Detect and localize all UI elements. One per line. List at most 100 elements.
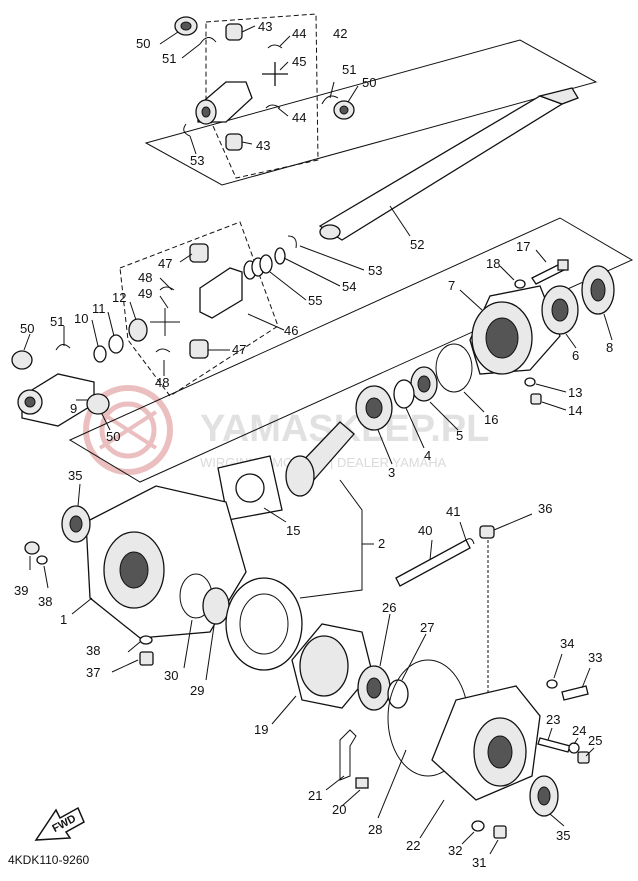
callout-33: 33	[588, 650, 602, 665]
upper-panel-frame	[144, 39, 598, 186]
callout-16: 16	[484, 412, 498, 427]
shaft-40	[395, 539, 471, 587]
bearing-50-lower	[86, 393, 110, 415]
bearing-cap-47-top	[189, 243, 209, 263]
nut-25	[577, 751, 590, 764]
plug-39	[24, 541, 40, 555]
drive-shaft-52-spline-end	[537, 87, 579, 105]
callout-53: 53	[190, 153, 204, 168]
callout-31: 31	[472, 855, 486, 870]
oil-seal-35-left-hole	[69, 515, 83, 533]
plug-14	[530, 393, 542, 405]
bracket-21	[339, 729, 357, 781]
shim-4	[393, 379, 415, 409]
washer-38-left	[36, 555, 48, 565]
gear-case-cover-22-hole	[487, 735, 513, 769]
callout-22: 22	[406, 838, 420, 853]
callout-29: 29	[190, 683, 204, 698]
bearing-cap-47-bottom	[189, 339, 209, 359]
washer-18	[514, 279, 526, 289]
circlip-51-left	[55, 344, 71, 351]
callout-3: 3	[388, 465, 395, 480]
callout-34: 34	[560, 636, 574, 651]
callout-49: 49	[138, 286, 152, 301]
yoke-upper-spline	[201, 106, 211, 118]
fwd-arrow-icon	[34, 806, 85, 841]
oil-seal-8-hole	[590, 278, 606, 302]
ring-gear	[225, 577, 303, 671]
callout-47: 47	[232, 342, 246, 357]
bearing-50-left	[11, 350, 33, 370]
bearing-50-right-hole	[339, 105, 349, 115]
o-ring-10	[93, 345, 107, 363]
callout-44: 44	[292, 26, 306, 41]
ring-gear-inner	[239, 593, 289, 655]
part-36	[479, 525, 495, 539]
bearing-cap-43-top	[225, 23, 243, 41]
drive-shaft-52	[318, 95, 564, 241]
callout-35: 35	[68, 468, 82, 483]
callout-40: 40	[418, 523, 432, 538]
clip-44-bottom	[265, 104, 281, 109]
callout-50: 50	[362, 75, 376, 90]
bearing-50-upper-hole	[180, 21, 192, 31]
callout-51: 51	[342, 62, 356, 77]
panel-frames	[68, 13, 634, 483]
callout-51: 51	[162, 51, 176, 66]
callout-1: 1	[60, 612, 67, 627]
yoke-middle	[199, 267, 243, 319]
washer-13	[524, 377, 536, 387]
callout-36: 36	[538, 501, 552, 516]
pinion-gear-2	[285, 455, 315, 497]
callout-54: 54	[342, 279, 356, 294]
callout-51: 51	[50, 314, 64, 329]
callout-26: 26	[382, 600, 396, 615]
clip-41	[465, 538, 475, 545]
diagram-code: 4KDK110-9260	[8, 853, 89, 867]
watermark-logo-cross	[98, 410, 158, 450]
lower-assembly	[24, 421, 590, 839]
bearing-cap-43-bottom	[225, 133, 243, 151]
circlip-53-middle	[287, 235, 297, 249]
callout-30: 30	[164, 668, 178, 683]
upper-yoke-dashed-box	[205, 13, 319, 179]
callout-32: 32	[448, 843, 462, 858]
callout-18: 18	[486, 256, 500, 271]
callout-9: 9	[70, 401, 77, 416]
bolt-17-head	[557, 259, 569, 271]
callout-43: 43	[258, 19, 272, 34]
callout-19: 19	[254, 722, 268, 737]
bearing-3-hole	[365, 397, 383, 419]
oil-seal-35-right-hole	[537, 786, 551, 806]
circlip-51-upper	[199, 37, 217, 45]
callout-4: 4	[424, 448, 431, 463]
universal-joint-cross-49	[150, 308, 180, 336]
callout-42: 42	[333, 26, 347, 41]
callout-38: 38	[38, 594, 52, 609]
callout-27: 27	[420, 620, 434, 635]
callout-11: 11	[92, 301, 106, 316]
clip-48-top	[159, 286, 175, 291]
callout-10: 10	[74, 311, 88, 326]
circlip-53-upper	[183, 123, 191, 137]
o-ring-16	[435, 343, 473, 393]
upper-assembly	[174, 16, 579, 241]
differential-19-flange	[299, 635, 349, 697]
callout-50: 50	[106, 429, 120, 444]
yoke-9-hole	[24, 396, 36, 408]
bearing-6-hole	[551, 298, 569, 322]
callout-37: 37	[86, 665, 100, 680]
universal-joint-cross-45	[262, 62, 288, 86]
callout-44: 44	[292, 110, 306, 125]
spring-55	[243, 254, 273, 280]
washer-34	[546, 679, 558, 689]
callout-24: 24	[572, 723, 586, 738]
leader-lines	[23, 25, 613, 855]
callout-45: 45	[292, 54, 306, 69]
washer-32	[471, 820, 485, 832]
callout-14: 14	[568, 403, 582, 418]
bearing-29	[202, 587, 230, 625]
bolt-31	[493, 825, 507, 839]
callout-7: 7	[448, 278, 455, 293]
